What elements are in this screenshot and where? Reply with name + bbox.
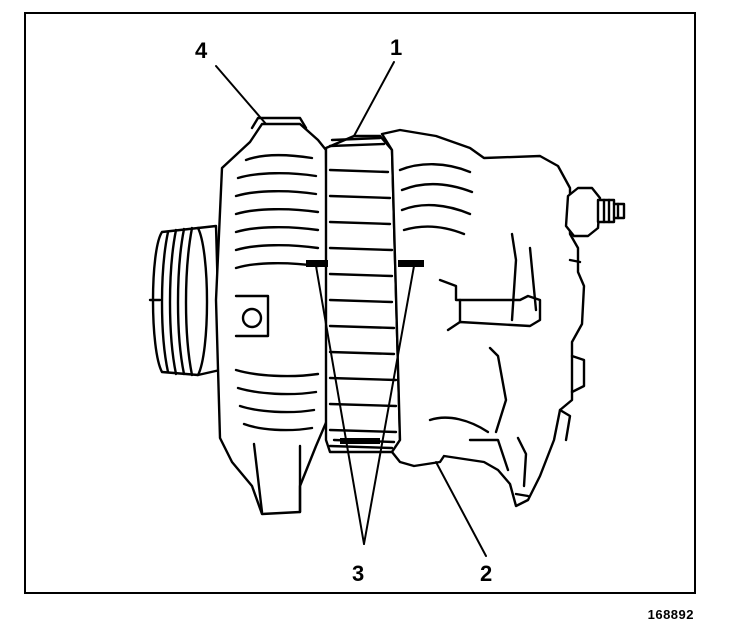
output-terminal (564, 186, 626, 238)
rear-housing (380, 128, 586, 508)
callout-2: 2 (480, 561, 492, 586)
callout-4: 4 (195, 38, 208, 63)
callout-3: 3 (352, 561, 364, 586)
callout-1: 1 (390, 35, 402, 60)
leader-lines (215, 61, 487, 557)
figure-number: 168892 (647, 607, 694, 622)
pulley (148, 224, 222, 377)
front-housing (214, 116, 330, 516)
alignment-marks (306, 260, 424, 444)
